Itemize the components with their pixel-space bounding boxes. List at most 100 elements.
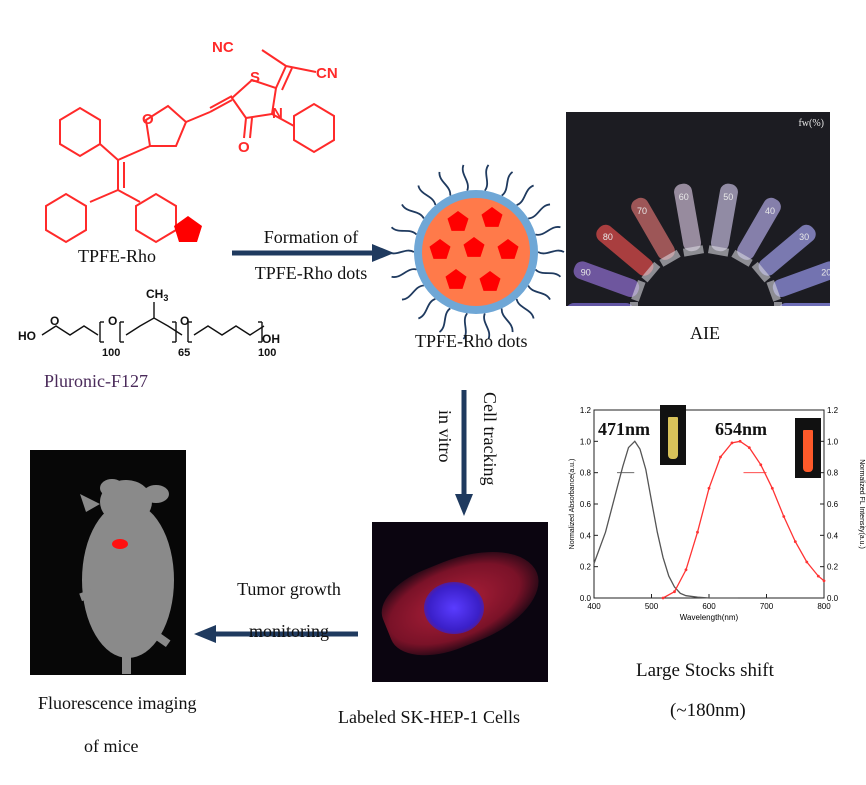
polymer-chain	[537, 249, 565, 255]
fluorescence-point	[738, 439, 742, 443]
polymer-chain	[527, 285, 551, 301]
pluronic-label: Pluronic-F127	[44, 371, 149, 391]
y2-tick-label: 1.0	[827, 437, 839, 446]
aie-tube-label: 20	[821, 268, 830, 278]
sulfur-label: S	[250, 69, 260, 86]
aie-tube	[674, 183, 705, 257]
polymer-chain	[515, 298, 535, 319]
nanoparticle	[387, 164, 565, 340]
formation-label-2: TPFE-Rho dots	[254, 263, 368, 283]
tpfe-rho-label: TPFE-Rho	[78, 246, 157, 266]
vial-photo-fluorescence	[795, 418, 821, 478]
dye-pentagon	[497, 239, 519, 259]
polymer-chain	[401, 203, 425, 219]
polymer-chain	[391, 268, 417, 278]
aie-photo: 99908070605040302010 fw(%)	[566, 112, 830, 306]
vial-photo-absorbance	[660, 405, 686, 465]
phenyl-ring-4	[293, 102, 335, 154]
nitrile-top-label: NC	[212, 39, 234, 56]
aie-tube-label: 60	[679, 192, 689, 202]
polymer-chain	[483, 313, 491, 340]
aie-tube	[573, 261, 646, 302]
phenyl-ring-1	[59, 106, 101, 158]
y2-tick-label: 0.0	[827, 594, 839, 603]
y-tick-label: 0.8	[580, 469, 592, 478]
fluorescence-point	[707, 486, 711, 490]
polymer-chain	[528, 203, 551, 220]
fluorescence-point	[805, 560, 809, 564]
fluorescence-point	[673, 590, 676, 594]
aie-tube-label: 90	[581, 268, 591, 278]
aie-tube	[731, 197, 781, 267]
fl-peak-label: 654nm	[715, 419, 768, 439]
polymer-chain	[438, 171, 452, 196]
oh-label: OH	[262, 332, 280, 346]
phenyl-ring-3	[135, 192, 177, 244]
fluorescence-point	[793, 540, 797, 543]
polymer-chain	[417, 185, 437, 206]
nitrogen-label: N	[272, 105, 283, 122]
polymer-chain	[516, 184, 535, 206]
aie-tubes: 99908070605040302010	[566, 183, 830, 306]
aie-tube-label: 80	[603, 232, 613, 242]
dye-pentagon	[429, 239, 451, 259]
aie-tube-label: 70	[637, 206, 647, 216]
polymer-chain	[501, 171, 514, 197]
dye-pentagon	[447, 211, 469, 231]
methyl-label: CH3	[146, 287, 168, 303]
ether-o-3: O	[180, 314, 189, 328]
formation-label-1: Formation of	[263, 227, 359, 247]
furan-oxygen-label: O	[142, 111, 154, 128]
tumor-label-1: Tumor growth	[237, 579, 341, 599]
polymer-chain	[461, 164, 469, 191]
x-tick-label: 500	[645, 602, 659, 611]
cells-label: Labeled SK-HEP-1 Cells	[338, 707, 520, 727]
subscript-100-b: 100	[258, 347, 276, 359]
abs-peak-label: 471nm	[598, 419, 651, 439]
polymer-chain	[534, 268, 562, 278]
mice-label-1: Fluorescence imaging	[38, 693, 197, 713]
y-tick-label: 0.4	[580, 531, 592, 540]
dye-pentagon	[463, 237, 485, 257]
x-tick-label: 400	[587, 602, 601, 611]
stokes-caption-1: Large Stocks shift	[636, 660, 774, 681]
fluorescence-point	[759, 463, 763, 467]
dye-pentagon	[445, 269, 467, 289]
y2-tick-label: 0.4	[827, 531, 839, 540]
fluorescence-point	[719, 455, 722, 459]
aie-label: AIE	[690, 323, 720, 343]
fluorescence-point	[696, 530, 699, 534]
ketone-oxygen-label: O	[238, 139, 250, 156]
mouse-image	[30, 450, 186, 675]
x-tick-label: 800	[817, 602, 831, 611]
cell-tracking-label-1: Cell tracking	[480, 392, 500, 486]
aie-tube-label: 40	[765, 206, 775, 216]
fluorescence-point	[684, 568, 688, 572]
y2-tick-label: 0.2	[827, 563, 839, 572]
cell-nucleus	[424, 582, 484, 634]
polymer-chain	[390, 226, 418, 236]
stokes-caption-2: (~180nm)	[670, 700, 746, 721]
subscript-100-a: 100	[102, 347, 120, 359]
pentagon-symbol	[174, 216, 202, 242]
polymer-chain	[438, 307, 451, 333]
fluorescence-point	[822, 579, 826, 583]
aie-tube-label: 50	[723, 192, 733, 202]
polymer-chain	[535, 226, 561, 236]
aie-tube	[707, 183, 738, 257]
fw-label: fw(%)	[798, 118, 824, 129]
polymer-chain	[462, 312, 468, 340]
furan-ring	[144, 104, 188, 147]
fluorescence-point	[747, 446, 751, 449]
cell-image	[372, 522, 548, 682]
aie-tube-label: 30	[799, 232, 809, 242]
aie-tube	[774, 302, 830, 306]
phenyl-ring-2	[45, 192, 87, 244]
y2-tick-label: 0.6	[827, 500, 839, 509]
dye-pentagon	[479, 271, 501, 291]
polymer-chain	[484, 164, 490, 192]
y-tick-label: 0.0	[580, 594, 592, 603]
mouse-silhouette	[79, 479, 174, 674]
